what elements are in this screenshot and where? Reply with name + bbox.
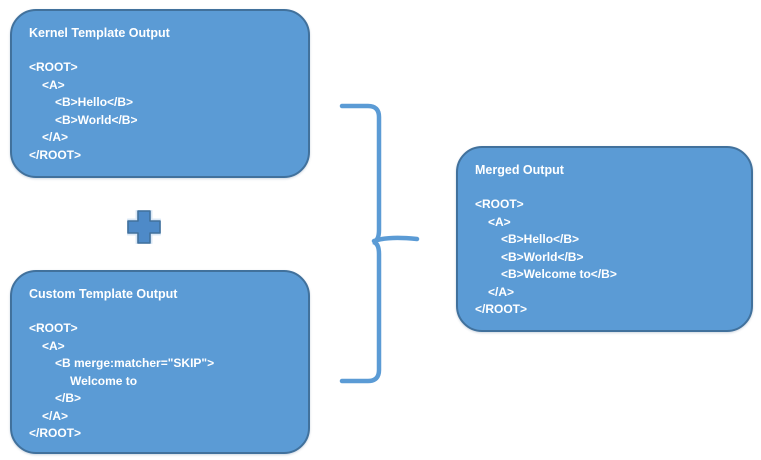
right-curly-brace-icon: [338, 98, 422, 390]
code-line: </A>: [488, 284, 515, 299]
code-line: </ROOT>: [29, 147, 82, 162]
code-line: <B>Welcome to</B>: [501, 267, 617, 281]
code-line: <A>: [488, 214, 511, 229]
code-line: <ROOT>: [29, 321, 78, 335]
plus-icon: [125, 208, 163, 246]
code-line: Welcome to: [70, 373, 138, 388]
code-line: </A>: [42, 408, 69, 423]
kernel-box-title: Kernel Template Output: [29, 26, 170, 40]
code-line: </B>: [55, 391, 82, 405]
code-line: <B>Hello</B>: [501, 232, 580, 246]
code-line: <B merge:matcher="SKIP">: [55, 356, 215, 370]
plus-shape: [127, 210, 161, 244]
custom-box-title: Custom Template Output: [29, 287, 178, 301]
code-line: <A>: [42, 77, 65, 92]
custom-template-output-box: Custom Template Output <ROOT> <A> <B merge…: [10, 270, 310, 454]
merged-code-block: <ROOT> <A> <B>Hello</B> <B>World</B> <B>Welc…: [475, 196, 737, 319]
code-line: </A>: [42, 130, 69, 144]
code-line: </ROOT>: [475, 302, 528, 316]
kernel-template-output-box: Kernel Template Output <ROOT> <A> <B>Hello…: [10, 9, 310, 178]
brace-path: [339, 103, 382, 384]
code-line: <B>World</B>: [501, 249, 584, 264]
code-line: <B>World</B>: [55, 112, 138, 127]
merged-box-title: Merged Output: [475, 163, 564, 177]
code-line: </ROOT>: [29, 426, 82, 440]
brace-tail-path: [371, 235, 420, 244]
merged-output-box: Merged Output <ROOT> <A> <B>Hello</B> <B>Wo…: [456, 146, 753, 332]
code-line: <B>Hello</B>: [55, 95, 134, 109]
code-line: <A>: [42, 338, 65, 353]
kernel-code-block: <ROOT> <A> <B>Hello</B> <B>World</B> </A> </R…: [29, 59, 294, 164]
custom-code-block: <ROOT> <A> <B merge:matcher="SKIP"> Welcome…: [29, 320, 294, 443]
code-line: <ROOT>: [475, 197, 524, 211]
code-line: <ROOT>: [29, 60, 78, 74]
